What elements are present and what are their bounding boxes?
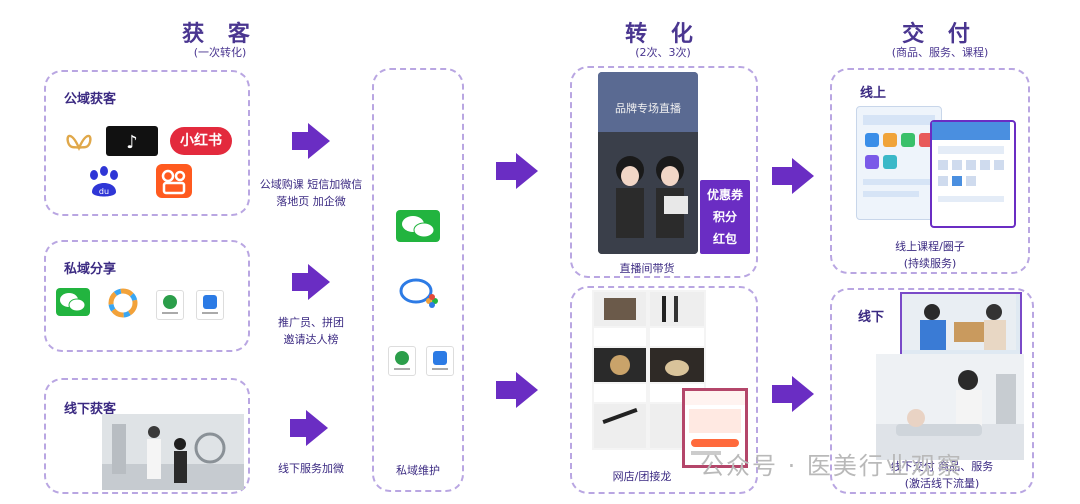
online-delivery-label: 线上 xyxy=(860,86,887,101)
offline-acquisition-box: 线下获客 xyxy=(44,378,250,494)
baidu-icon: du xyxy=(86,166,122,198)
public-arrow-text: 公域购课 短信加微信 落地页 加企微 xyxy=(250,176,372,210)
wechat-large-icon xyxy=(396,210,440,242)
stage-title-deliver: 交 付 xyxy=(902,22,978,47)
mini-program-user-icon xyxy=(156,290,184,320)
wechat-icon xyxy=(56,288,90,316)
offline-arrow-text: 线下服务加微 xyxy=(250,460,372,477)
delivery-service-photo xyxy=(900,292,1022,356)
private-arrow-line-1: 推广员、拼团 xyxy=(278,316,344,329)
online-delivery-caption-2: (持续服务) xyxy=(903,257,957,270)
kuaishou-icon xyxy=(156,164,192,198)
svg-text:品牌专场直播: 品牌专场直播 xyxy=(615,101,681,115)
online-course-screen-1 xyxy=(856,106,942,220)
online-store-caption: 网店/团接龙 xyxy=(612,470,672,483)
public-acquisition-label: 公域获客 xyxy=(64,92,117,107)
live-stream-caption: 直播间带货 xyxy=(619,262,675,275)
treatment-room-photo xyxy=(876,354,1024,460)
offline-delivery-caption: 线下交付 商品、服务 (激活线下流量) xyxy=(852,458,1032,492)
mini-program-user-icon-2 xyxy=(388,346,416,376)
public-acquisition-box: 公域获客 ♪ 小红书 du xyxy=(44,70,250,216)
live-stream-box: 品牌专场直播 优惠券 积分 红包 直播间带货 xyxy=(570,66,758,278)
offline-delivery-label: 线下 xyxy=(858,310,885,325)
butterfly-app-icon xyxy=(64,128,94,152)
offline-delivery-caption-2: (激活线下流量) xyxy=(904,477,980,490)
online-delivery-box: 线上 线上课程/圈子 (持续服务) xyxy=(830,68,1030,274)
watermark: 公众号 · 医美行业观察 xyxy=(700,452,963,480)
red-packet-tag: 红包 xyxy=(712,232,737,246)
offline-clinic-photo xyxy=(102,414,244,490)
private-arrow-text: 推广员、拼团 邀请达人榜 xyxy=(250,314,372,348)
private-maintenance-box: 私域维护 xyxy=(372,68,464,492)
svg-text:♪: ♪ xyxy=(126,132,138,153)
moments-icon xyxy=(108,288,138,318)
online-delivery-caption: 线上课程/圈子 (持续服务) xyxy=(832,238,1028,272)
private-share-box: 私域分享 xyxy=(44,240,250,352)
online-course-screen-2 xyxy=(930,120,1016,228)
offline-delivery-box: 线下 线下交付 商品、服务 (激活线下流量) xyxy=(830,288,1034,494)
stage-title-acquire: 获 客 xyxy=(182,22,258,47)
mini-program-doc-icon xyxy=(196,290,224,320)
online-store-box: 网店/团接龙 xyxy=(570,286,758,494)
mini-program-doc-icon-2 xyxy=(426,346,454,376)
wecom-icon xyxy=(398,276,440,310)
store-product-grid xyxy=(592,290,706,450)
stage-sub-convert: (2次、3次) xyxy=(635,46,691,59)
xiaohongshu-icon: 小红书 xyxy=(170,127,232,155)
live-benefit-tags: 优惠券 积分 红包 xyxy=(700,180,750,254)
coupon-tag: 优惠券 xyxy=(706,188,743,202)
douyin-icon: ♪ xyxy=(106,126,158,156)
stage-sub-acquire: (一次转化) xyxy=(193,46,247,59)
points-tag: 积分 xyxy=(712,210,737,224)
private-share-label: 私域分享 xyxy=(64,262,117,277)
online-delivery-caption-1: 线上课程/圈子 xyxy=(895,240,965,253)
live-stream-poster: 品牌专场直播 xyxy=(598,72,698,254)
svg-text:du: du xyxy=(99,187,109,196)
offline-delivery-caption-1: 线下交付 商品、服务 xyxy=(890,460,994,473)
stage-sub-deliver: (商品、服务、课程) xyxy=(891,46,989,59)
public-arrow-line-1: 公域购课 短信加微信 xyxy=(259,178,363,191)
private-arrow-line-2: 邀请达人榜 xyxy=(283,333,339,346)
group-buy-card xyxy=(682,388,748,468)
offline-arrow-line-1: 线下服务加微 xyxy=(278,462,344,475)
stage-title-convert: 转 化 xyxy=(625,22,701,47)
private-maintenance-caption: 私域维护 xyxy=(396,464,440,477)
public-arrow-line-2: 落地页 加企微 xyxy=(276,195,346,208)
offline-acquisition-label: 线下获客 xyxy=(64,402,117,417)
